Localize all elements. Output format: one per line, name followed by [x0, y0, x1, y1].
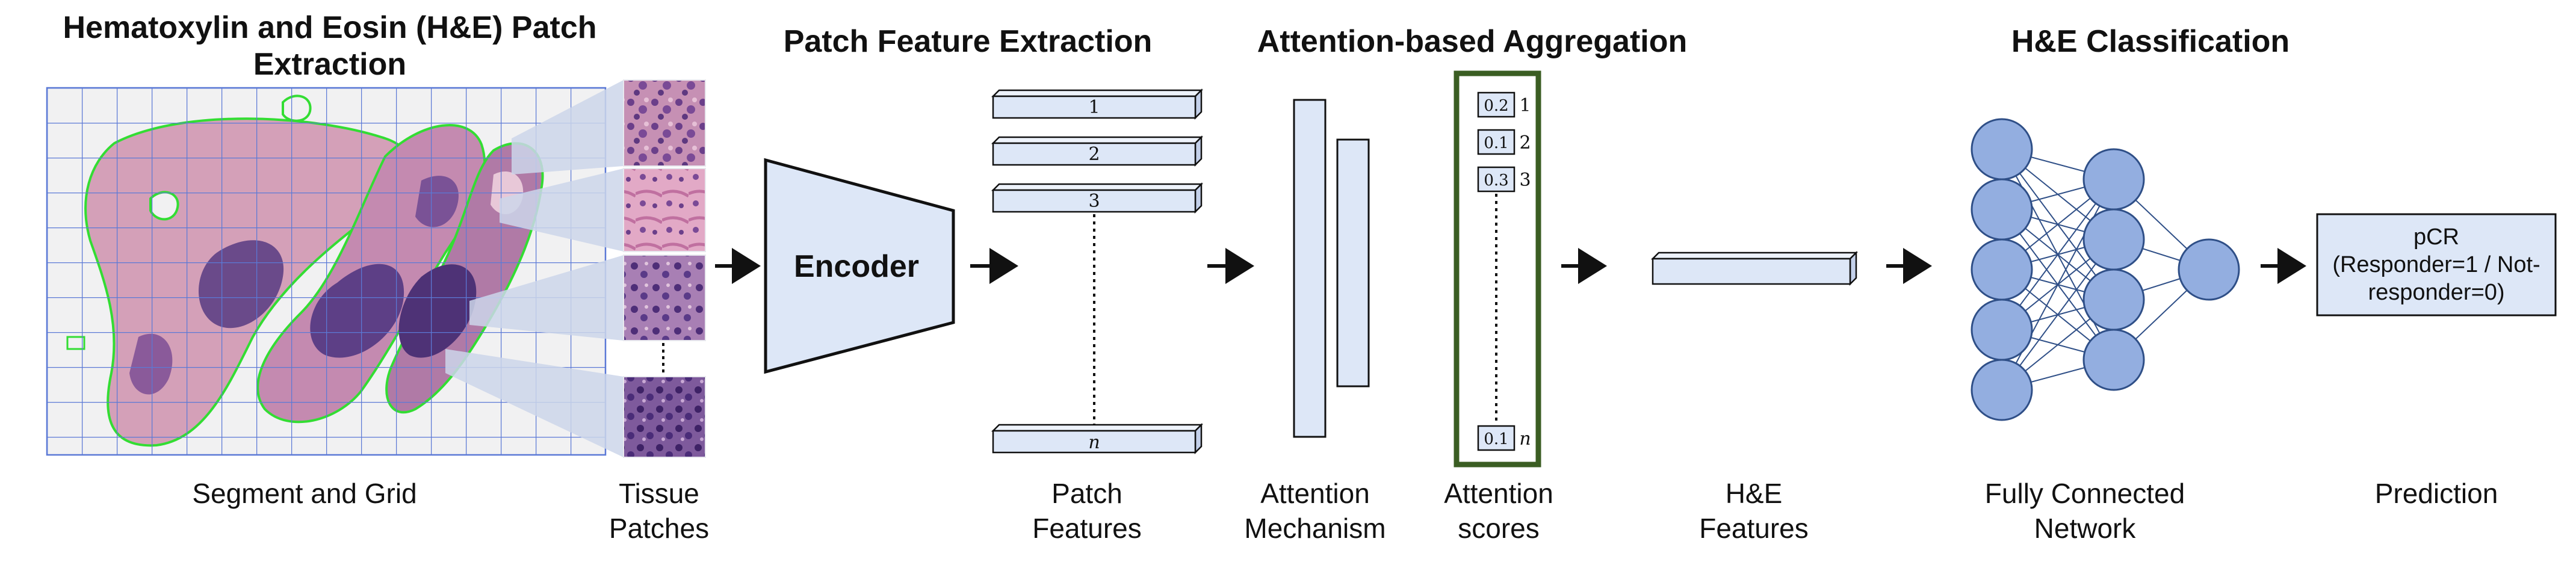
attention-score-value: 0.1	[1484, 430, 1508, 448]
encoder-label: Encoder	[794, 249, 919, 284]
attention-scores-panel: 0.2 1 0.1 2 0.3 3 0.1 n	[1454, 70, 1541, 468]
patch-feature-label: 3	[1088, 191, 1100, 212]
title-feature-extraction: Patch Feature Extraction	[784, 24, 1153, 59]
network-connection	[2001, 179, 2114, 390]
attention-score-value: 0.3	[1484, 171, 1508, 190]
caption-he-features-2: Features	[1699, 513, 1809, 544]
attention-score: 0.1 2	[1477, 129, 1531, 155]
title-extraction-line2: Extraction	[253, 47, 406, 82]
network-node	[2082, 208, 2145, 271]
patch-feature-bar: 2	[991, 135, 1204, 167]
prediction-box: pCR (Responder=1 / Not- responder=0)	[2316, 213, 2557, 316]
attention-score: 0.3 3	[1477, 166, 1531, 193]
network-connection	[2001, 239, 2114, 390]
caption-prediction: Prediction	[2375, 478, 2498, 509]
prediction-line1: pCR	[2413, 224, 2459, 250]
he-features-bar	[1650, 250, 1859, 286]
attention-score-index: 2	[1519, 132, 1531, 153]
network-node	[1971, 178, 2033, 241]
tissue-patches	[445, 79, 706, 458]
prediction-line2: (Responder=1 / Not-	[2332, 252, 2540, 277]
patch-projection	[512, 80, 624, 174]
caption-patch-features-1: Patch	[1051, 478, 1122, 509]
caption-segment-grid: Segment and Grid	[192, 478, 416, 509]
patch-feature-label: 2	[1088, 144, 1100, 165]
tissue-patch	[623, 79, 706, 167]
title-classification: H&E Classification	[2011, 24, 2290, 59]
network-node	[1971, 359, 2033, 421]
attention-score-value: 0.2	[1484, 97, 1508, 115]
attention-score: 0.2 1	[1477, 91, 1531, 118]
network-node	[2082, 148, 2145, 211]
attention-score-index: n	[1519, 428, 1531, 449]
patch-feature-bar: n	[991, 422, 1204, 455]
caption-attention-scores-1: Attention	[1444, 478, 1553, 509]
caption-he-features-1: H&E	[1726, 478, 1783, 509]
network-node	[1971, 298, 2033, 361]
patch-feature-bar: 1	[991, 88, 1204, 120]
caption-attention-mechanism-1: Attention	[1260, 478, 1370, 509]
patch-feature-bar: 3	[991, 182, 1204, 214]
attention-mechanism	[1293, 99, 1370, 438]
network-node	[1971, 118, 2033, 181]
caption-attention-mechanism-2: Mechanism	[1244, 513, 1386, 544]
tissue-patch	[623, 168, 706, 252]
patch-feature-label: 1	[1088, 97, 1100, 118]
network-node	[2082, 268, 2145, 331]
attention-score-value: 0.1	[1484, 134, 1508, 152]
caption-fcn-1: Fully Connected	[1985, 478, 2185, 509]
caption-tissue-patches-1: Tissue	[619, 478, 699, 509]
attention-score: 0.1 n	[1477, 425, 1531, 451]
attention-score-index: 3	[1519, 170, 1531, 191]
encoder-block: Encoder	[764, 158, 955, 374]
title-extraction-line1: Hematoxylin and Eosin (H&E) Patch	[63, 10, 596, 45]
tissue-patch	[623, 376, 706, 458]
attention-score-index: 1	[1519, 95, 1531, 116]
patch-projection	[469, 255, 624, 341]
patch-projection	[445, 349, 624, 457]
caption-tissue-patches-2: Patches	[609, 513, 709, 544]
network-node	[1971, 238, 2033, 301]
patch-features: 1 2 3 n	[991, 88, 1204, 455]
network-connection	[2001, 179, 2114, 330]
prediction-line3: responder=0)	[2368, 280, 2504, 305]
patch-projection	[500, 168, 624, 252]
caption-attention-scores-2: scores	[1458, 513, 1539, 544]
fully-connected-network	[1971, 118, 2240, 421]
tissue-patch	[623, 255, 706, 341]
network-node	[2082, 329, 2145, 391]
title-aggregation: Attention-based Aggregation	[1257, 24, 1688, 59]
caption-fcn-2: Network	[2034, 513, 2137, 544]
patch-feature-label: n	[1088, 432, 1100, 453]
network-node	[2178, 238, 2240, 301]
caption-patch-features-2: Features	[1032, 513, 1142, 544]
